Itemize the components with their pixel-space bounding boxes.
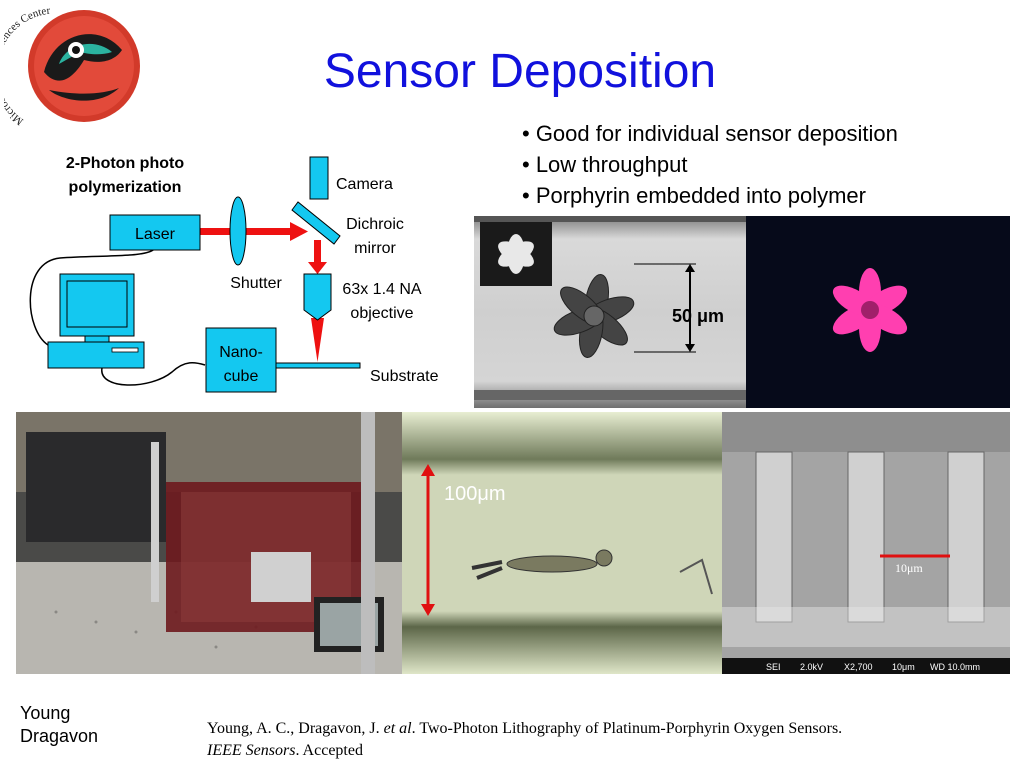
human-figure (471, 549, 613, 580)
sem-pillar (947, 451, 985, 623)
laser-label: Laser (135, 226, 176, 243)
star-micrograph-fluorescence (746, 216, 1010, 408)
mlsc-logo: Microscale Life Sciences Center (0, 2, 140, 138)
citation-etal: et al (383, 720, 412, 737)
star-structure (553, 274, 635, 358)
sem-pillar (847, 451, 885, 623)
shutter-label: Shutter (230, 275, 282, 292)
citation-authors: Young, A. C., Dragavon, J. (207, 720, 384, 737)
computer-icon (47, 273, 145, 369)
shutter-lens (229, 196, 247, 266)
citation-title: . Two-Photon Lithography of Platinum-Por… (411, 720, 843, 737)
two-photon-setup-diagram: 2-Photon photo polymerization Laser Shut… (29, 155, 439, 393)
lab-setup-photo (16, 412, 402, 674)
sem-info-field: X2,700 (844, 662, 873, 672)
author-line: Dragavon (20, 726, 99, 746)
dichroic-label-line2: mirror (354, 240, 396, 257)
nanocube-label-line1: Nano- (219, 344, 263, 361)
diagram-heading-line1: 2-Photon photo (66, 155, 184, 172)
laser-cable (29, 247, 156, 346)
bullet-list: • Good for individual sensor deposition … (522, 118, 898, 211)
focused-beam (311, 318, 324, 362)
scale-label-50: 50 μm (672, 306, 724, 326)
citation-journal: IEEE Sensors (207, 742, 296, 759)
objective-label-line1: 63x 1.4 NA (342, 281, 421, 298)
dichroic-label-line1: Dichroic (346, 216, 404, 233)
star-micrograph-brightfield: 50 μm (474, 216, 746, 408)
nanocube-cable (101, 361, 206, 386)
dichroic-mirror (291, 201, 341, 245)
substrate-label: Substrate (370, 368, 439, 385)
sem-info-bar (722, 658, 1010, 674)
sem-info-field: SEI (766, 662, 781, 672)
sem-micrograph: 10μm SEI 2.0kV X2,700 10μm WD 10.0mm (722, 412, 1010, 674)
fluorescent-star (832, 268, 908, 352)
objective-lens (303, 273, 332, 321)
diagram-heading-line2: polymerization (69, 179, 182, 196)
scale-label-100: 100μm (444, 483, 506, 505)
figure-micrograph: 100μm (402, 412, 722, 674)
slide-title: Sensor Deposition (323, 45, 717, 98)
nanocube-box (205, 327, 277, 393)
bullet-item: • Porphyrin embedded into polymer (522, 183, 866, 208)
substrate-plate (275, 362, 361, 369)
sem-info-field: 10μm (892, 662, 915, 672)
author-line: Young (20, 703, 71, 723)
laser-unit (26, 432, 166, 542)
objective-label-line2: objective (350, 305, 413, 322)
nanocube-label-line2: cube (224, 368, 259, 385)
sem-info-field: 2.0kV (800, 662, 823, 672)
bullet-item: • Good for individual sensor deposition (522, 121, 898, 146)
mlsc-salmon-emblem-icon: Microscale Life Sciences Center (0, 5, 140, 127)
scale-label-10: 10μm (895, 561, 923, 575)
camera-label: Camera (336, 176, 393, 193)
laser-beam-down (314, 240, 321, 264)
citation: Young, A. C., Dragavon, J. et al. Two-Ph… (207, 718, 842, 762)
author-names: Young Dragavon (20, 702, 98, 748)
camera-box (309, 156, 329, 200)
sem-info-field: WD 10.0mm (930, 662, 980, 672)
beam-arrow-down (308, 262, 327, 274)
laser-box (109, 214, 201, 251)
sem-pillar (755, 451, 793, 623)
beam-arrow-right (290, 222, 308, 241)
bullet-item: • Low throughput (522, 152, 688, 177)
citation-status: . Accepted (295, 742, 363, 759)
